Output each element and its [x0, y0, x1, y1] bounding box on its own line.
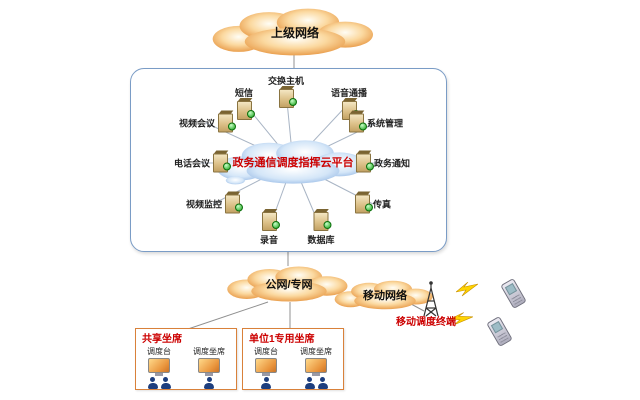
operators — [204, 377, 214, 389]
console-label: 调度坐席 — [300, 347, 332, 356]
server-icon — [213, 153, 232, 173]
server-icon — [225, 194, 244, 214]
seat-box-title: 共享坐席 — [142, 334, 182, 345]
operators — [304, 377, 328, 389]
person-icon — [317, 377, 328, 389]
upper-network-label: 上级网络 — [270, 25, 319, 40]
seat-content: 调度台 调度坐席 — [243, 345, 343, 389]
seat-box-unit1: 单位1专用坐席 调度台 调度坐席 — [242, 328, 344, 390]
server-node-sms: 短信 — [234, 86, 255, 120]
console-label: 调度坐席 — [193, 347, 225, 356]
console-group: 调度台 — [254, 346, 278, 389]
cloud-shape — [334, 280, 433, 310]
person-icon — [261, 377, 271, 389]
upper-network-cloud: 上级网络 — [200, 6, 390, 58]
server-icon — [313, 212, 332, 231]
server-label: 录音 — [259, 235, 279, 245]
mobile-network-label: 移动网络 — [363, 290, 407, 302]
person-icon — [160, 377, 171, 389]
server-label: 数据库 — [307, 235, 335, 245]
server-icon — [278, 89, 297, 108]
console-label: 调度台 — [147, 347, 171, 356]
server-label: 政务通知 — [373, 158, 411, 169]
server-label: 视频会议 — [178, 118, 216, 129]
server-node-phone-conference: 电话会议 — [173, 153, 232, 173]
server-node-fax: 传真 — [354, 194, 392, 214]
workstation-icon — [305, 358, 327, 376]
server-icon — [348, 113, 367, 133]
server-icon — [218, 113, 237, 133]
server-label: 语音通播 — [330, 88, 368, 98]
seat-box-title: 单位1专用坐席 — [249, 334, 315, 345]
workstation-icon — [255, 358, 277, 376]
server-node-video-surveillance: 视频监控 — [185, 194, 244, 214]
mobile-terminal-label: 移动调度终端 — [396, 317, 456, 328]
mobile-network-cloud: 移动网络 — [332, 274, 438, 316]
console-group: 调度坐席 — [300, 346, 332, 389]
server-label: 交换主机 — [267, 76, 305, 86]
public-network-label: 公网/专网 — [265, 279, 313, 291]
server-label: 电话会议 — [173, 158, 211, 169]
person-icon — [147, 377, 158, 389]
server-icon — [354, 194, 373, 214]
operators — [147, 377, 171, 389]
server-label: 短信 — [234, 88, 254, 98]
console-label: 调度台 — [254, 347, 278, 356]
console-group: 调度台 — [147, 346, 171, 389]
person-icon — [204, 377, 214, 389]
server-icon — [355, 153, 374, 173]
lightning-bolt-icon — [456, 282, 478, 297]
antenna-tower-icon — [423, 281, 439, 317]
workstation-icon — [148, 358, 170, 376]
platform-box: 交换主机 短信 语音通播 视频会议 系统管理 电话会议 政务通知 视频监控 — [130, 68, 447, 252]
server-label: 系统管理 — [366, 118, 404, 129]
server-node-database: 数据库 — [307, 212, 335, 246]
server-label: 传真 — [372, 199, 392, 210]
cloud-shape — [227, 266, 348, 302]
server-node-gov-notice: 政务通知 — [355, 153, 411, 173]
public-network-cloud: 公网/专网 — [224, 260, 354, 308]
person-icon — [304, 377, 315, 389]
operators — [261, 377, 271, 389]
server-node-system-management: 系统管理 — [348, 113, 404, 133]
platform-label: 政务通信调度指挥云平台 — [232, 157, 354, 169]
workstation-icon — [198, 358, 220, 376]
console-group: 调度坐席 — [193, 346, 225, 389]
lightning-bolt-icon — [449, 312, 474, 325]
seat-content: 调度台 调度坐席 — [136, 345, 236, 389]
platform-cloud: 政务通信调度指挥云平台 — [213, 123, 373, 201]
cloud-shape — [212, 8, 373, 56]
server-icon — [236, 101, 255, 120]
seat-box-shared: 共享坐席 调度台 调度坐席 — [135, 328, 237, 390]
server-icon — [261, 212, 280, 231]
server-node-recording: 录音 — [259, 212, 280, 246]
server-node-video-conference: 视频会议 — [178, 113, 237, 133]
server-label: 视频监控 — [185, 199, 223, 210]
server-node-switch-host: 交换主机 — [268, 74, 304, 108]
